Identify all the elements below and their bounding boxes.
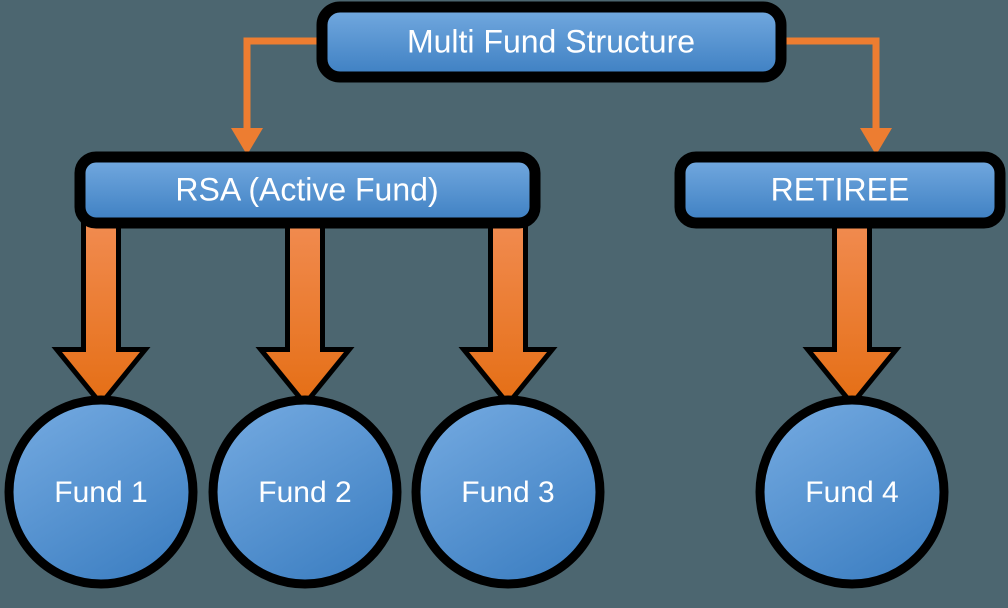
block-arrow-rsa-to-fund1 — [51, 217, 151, 408]
connector-root-to-retiree — [781, 37, 892, 155]
node-fund3-label: Fund 3 — [461, 476, 554, 509]
node-fund2-label: Fund 2 — [258, 476, 351, 509]
node-fund2[interactable]: Fund 2 — [208, 395, 402, 589]
node-rsa-active-fund-label: RSA (Active Fund) — [175, 171, 438, 207]
node-fund4-label: Fund 4 — [805, 476, 898, 509]
node-fund1-label: Fund 1 — [54, 476, 147, 509]
node-fund4[interactable]: Fund 4 — [755, 395, 949, 589]
block-arrow-retiree-to-fund4 — [802, 217, 902, 408]
connector-root-to-rsa — [231, 37, 322, 155]
node-fund1[interactable]: Fund 1 — [4, 395, 198, 589]
node-retiree-label: RETIREE — [771, 171, 910, 207]
block-arrow-rsa-to-fund3 — [458, 217, 558, 408]
block-arrow-rsa-to-fund2 — [255, 217, 355, 408]
node-multi-fund-structure[interactable]: Multi Fund Structure — [316, 1, 787, 83]
node-fund3[interactable]: Fund 3 — [411, 395, 605, 589]
node-rsa-active-fund[interactable]: RSA (Active Fund) — [74, 151, 541, 229]
node-multi-fund-structure-label: Multi Fund Structure — [407, 23, 695, 59]
node-retiree[interactable]: RETIREE — [674, 151, 1006, 229]
